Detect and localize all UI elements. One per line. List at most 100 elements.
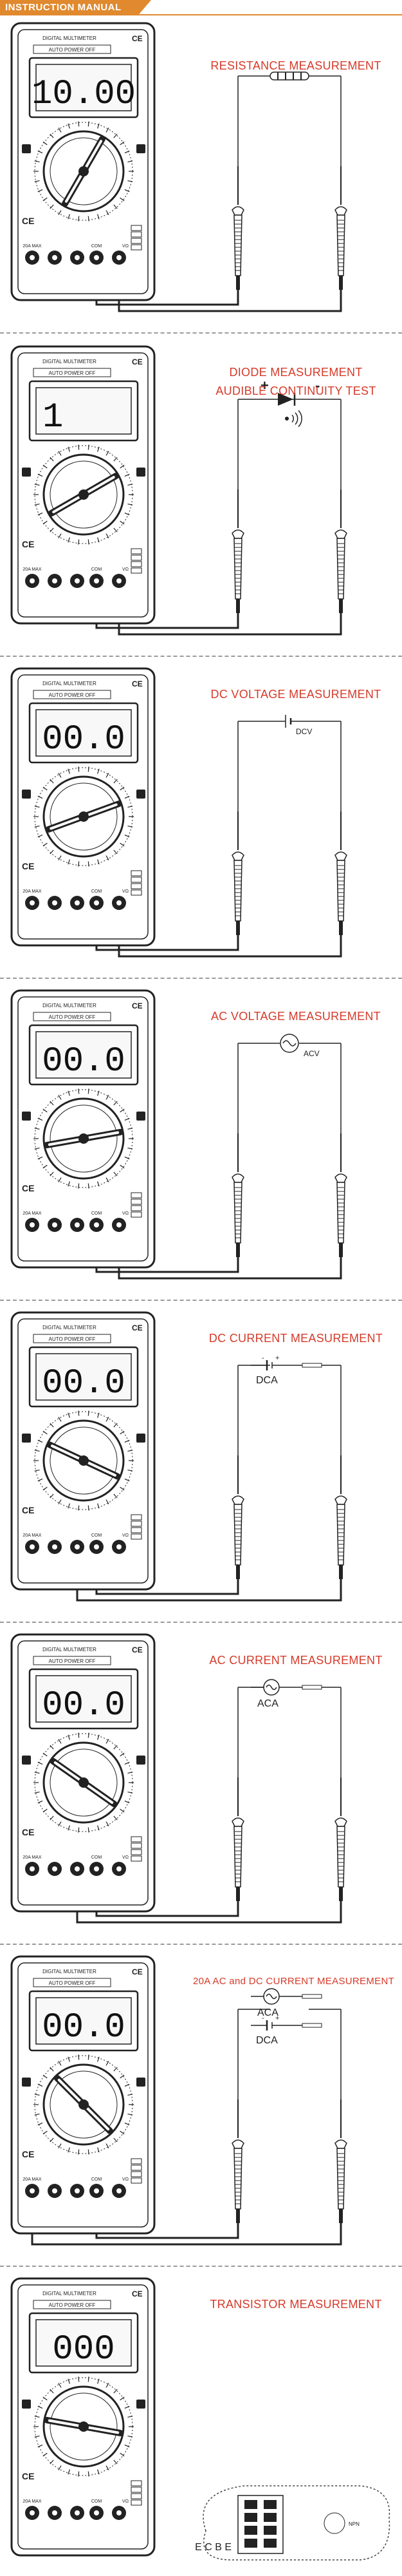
dial-tick [50,2137,54,2143]
lcd-screen [35,1031,132,1079]
meter-model-label: DIGITAL MULTIMETER [42,1003,96,1009]
dial-tick [105,533,109,538]
port-label-amps: 20A MAX [23,1211,42,1216]
meter-inner-frame [17,674,149,940]
sine-wave-icon [282,1040,297,1046]
section-title: TRANSISTOR MEASUREMENT [199,2298,392,2311]
lcd-screen [35,64,132,111]
dial-tick [37,1156,43,1160]
probe-boot [339,1565,343,1579]
dial-tick [78,1410,80,1416]
port-label-volt: VΩ [122,1855,129,1860]
hold-button[interactable] [22,468,31,477]
power-button[interactable] [136,144,145,153]
power-button[interactable] [136,468,145,477]
jack-hole [94,1222,99,1227]
dial-tick [87,1827,89,1833]
auto-power-box [33,690,111,699]
dial-tick [87,216,89,222]
hold-button[interactable] [22,2400,31,2409]
dial-tick [113,1423,118,1428]
dial-tick [42,141,48,146]
power-button[interactable] [136,1756,145,1765]
hold-button[interactable] [22,144,31,153]
hold-button[interactable] [22,2078,31,2087]
hold-button[interactable] [22,1434,31,1443]
auto-power-label: AUTO POWER OFF [49,692,96,698]
hold-button[interactable] [22,1112,31,1121]
dial-tick [124,2083,130,2087]
section-title: 20A AC and DC CURRENT MEASUREMENT [193,1976,394,1987]
hfe-socket-slot [131,225,142,231]
black-test-probe[interactable] [232,1133,244,1257]
dial-tick [97,2378,100,2384]
power-button[interactable] [136,1112,145,1121]
dial-tick [58,1739,62,1744]
port-label-volt: VΩ [122,1533,129,1538]
circuit-component: +- [237,377,342,489]
dial-center-cap [78,2099,89,2110]
circuit-component: ACA-+DCA [237,1988,342,2099]
power-button[interactable] [136,2078,145,2087]
dial-tick [120,2074,125,2079]
probe-boot [236,276,240,290]
dial-tick [50,527,54,533]
red-test-probe[interactable] [334,2099,347,2223]
dial-tick [127,1450,133,1452]
hold-button[interactable] [22,1756,31,1765]
dial-tick [97,2056,100,2062]
black-test-probe[interactable] [232,1455,244,1579]
dial-tick [42,1808,48,1813]
socket-hole [264,2513,277,2522]
black-test-probe[interactable] [232,1777,244,1901]
black-test-probe[interactable] [232,2099,244,2223]
dial-tick [42,1430,48,1435]
lcd-screen [35,387,132,435]
section-title: AC CURRENT MEASUREMENT [199,1654,392,1667]
dial-tick [42,464,48,469]
meter-inner-frame [17,1962,149,2228]
black-test-probe[interactable] [232,811,244,935]
auto-power-label: AUTO POWER OFF [49,1980,96,1986]
ce-mark-top: CE [132,1645,143,1654]
resistor-icon [302,1994,322,1999]
dial-tick [124,1156,130,1160]
hold-button[interactable] [22,790,31,799]
probe-handle [336,1182,345,1244]
power-button[interactable] [136,1434,145,1443]
red-test-probe[interactable] [334,166,347,290]
lcd-reading: 000 [52,2330,114,2369]
probe-boot [339,276,343,290]
dial-tick [37,795,43,799]
auto-power-label: AUTO POWER OFF [49,1336,96,1342]
dial-tick [37,2083,43,2087]
dial-tick [58,2143,62,2148]
power-button[interactable] [136,2400,145,2409]
probe-handle [233,1504,242,1566]
dial-inner-ring [50,460,118,529]
black-test-probe[interactable] [232,166,244,290]
red-test-probe[interactable] [334,1455,347,1579]
sine-wave-icon [266,1684,277,1690]
dial-tick [124,473,130,477]
dial-tick [42,520,48,525]
dial-tick [124,834,130,838]
dial-tick [87,1183,89,1189]
jack-hole [94,2188,99,2193]
hfe-socket-slot [131,2499,142,2506]
dial-tick [37,834,43,838]
red-test-probe[interactable] [334,811,347,935]
black-test-probe[interactable] [232,489,244,613]
red-test-probe[interactable] [334,1133,347,1257]
resistor-icon [302,1363,322,1368]
dial-tick [68,2147,70,2153]
power-button[interactable] [136,790,145,799]
dial-tick [34,806,40,808]
red-test-probe[interactable] [334,489,347,613]
red-test-probe[interactable] [334,1777,347,1901]
dial-tick [58,855,62,860]
meter-inner-frame [17,29,149,294]
